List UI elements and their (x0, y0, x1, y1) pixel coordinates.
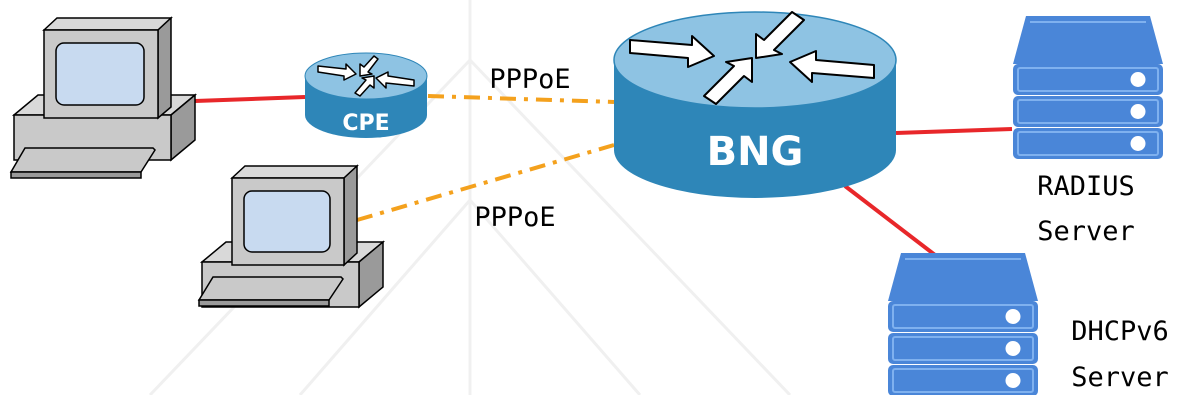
radius-server: RADIUS Server (1012, 16, 1164, 247)
cpe-router: CPE (304, 52, 428, 138)
server-icon (1012, 16, 1164, 160)
link-label-pppoe-pc: PPPoE (474, 202, 555, 233)
radius-label-line2: Server (1037, 216, 1135, 247)
link-pc-bottom-to-bng (356, 143, 615, 222)
cpe-label: CPE (342, 111, 389, 136)
link-label-pppoe-cpe: PPPoE (489, 64, 570, 95)
server-icon (887, 253, 1039, 395)
router-icon (304, 52, 428, 138)
computer-bottom (197, 164, 386, 309)
link-bng-to-dhcp (843, 184, 937, 257)
router-icon (613, 11, 897, 198)
dhcpv6-label-line2: Server (1071, 362, 1169, 393)
computer-icon (197, 164, 386, 309)
dhcpv6-server: DHCPv6 Server (887, 253, 1169, 395)
computer-top (9, 16, 198, 179)
bng-label: BNG (707, 129, 804, 175)
link-bng-to-radius (895, 127, 1013, 135)
dhcpv6-label-line1: DHCPv6 (1071, 316, 1169, 347)
radius-label-line1: RADIUS (1037, 171, 1135, 202)
link-pc-top-to-cpe (194, 95, 306, 103)
computer-icon (9, 16, 198, 179)
bng-router: BNG (613, 11, 897, 198)
link-cpe-to-bng (427, 94, 615, 104)
